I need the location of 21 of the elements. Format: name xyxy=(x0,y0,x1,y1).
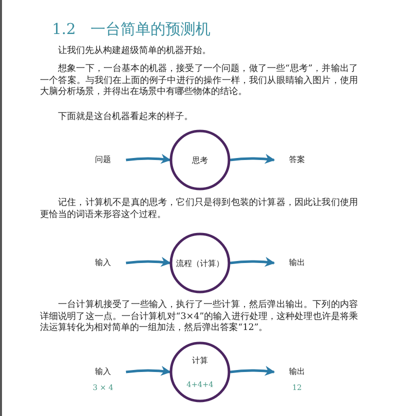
node-label: 输入 xyxy=(95,366,111,377)
paragraph: 下面就是这台机器看起来的样子。 xyxy=(57,112,194,124)
arrow xyxy=(230,154,275,164)
node-label: 计算 xyxy=(192,355,208,366)
node-label: 输入 xyxy=(95,257,111,268)
arrow xyxy=(126,366,171,376)
paragraph: 记住，计算机不是真的思考，它们只是得到包装的计算器，因此让我们使用更恰当的词语来形容这个过程。 xyxy=(40,198,358,221)
node-label: 输出 xyxy=(289,366,305,377)
node-label: 输出 xyxy=(289,257,305,268)
arrow xyxy=(126,256,171,267)
node-label: 流程（计算） xyxy=(176,258,224,268)
arrow xyxy=(126,154,171,164)
node-label: 思考 xyxy=(192,154,208,166)
paragraph: 一台计算机接受了一些输入，执行了一些计算，然后弹出输出。下列的内容详细说明了这一点。一台计算机对“3×4”的输入进行处理，这种处理也许是将乘法运算转化为相对简单的一组加法，然后弹出答案“12”。 xyxy=(40,300,358,334)
arrow xyxy=(230,366,275,376)
section-title: 1.2 一台简单的预测机 xyxy=(52,20,211,39)
paragraph: 让我们先从构建超级简单的机器开始。 xyxy=(57,46,212,58)
arrow xyxy=(230,256,275,267)
paragraph: 想象一下，一台基本的机器，接受了一个问题，做了一些“思考”，并输出了一个答案。与我们在上面的例子中进行的操作一样，我们从眼睛输入图片，使用大脑分析场景，并得出在场景中有哪些物体的结论。 xyxy=(40,64,358,98)
node-label: 答案 xyxy=(289,154,305,165)
node-label: 问题 xyxy=(95,154,111,165)
